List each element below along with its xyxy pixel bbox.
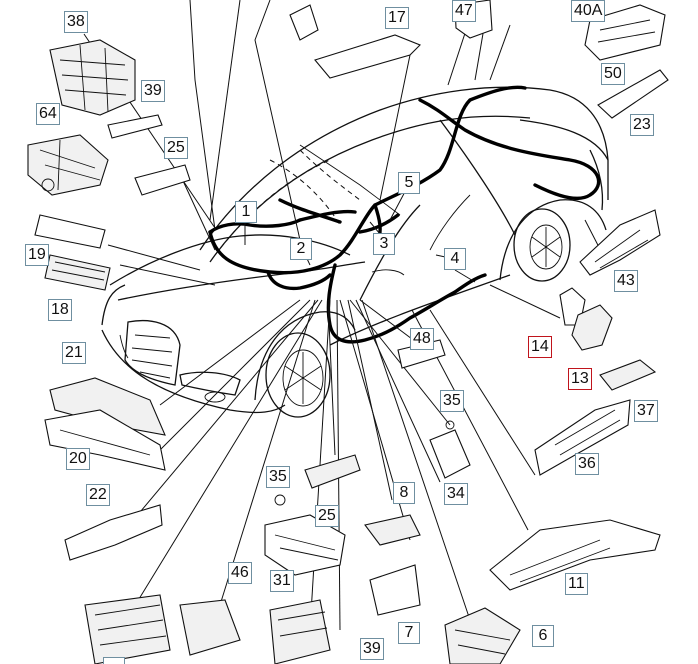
callout-7[interactable]: 7 [398,622,420,644]
part-21 [49,377,166,436]
wiring-harness [208,85,601,344]
part-64-module [27,134,109,196]
callout-8[interactable]: 8 [393,482,415,504]
part-31 [264,514,346,576]
part-25-top [134,164,191,196]
part-11 [489,519,661,591]
part-43 [579,209,661,276]
part-19 [34,214,106,249]
callout-39-bottom[interactable]: 39 [360,638,384,660]
callout-39-top[interactable]: 39 [141,80,165,102]
callout-3[interactable]: 3 [373,233,395,255]
part-17-clip [289,4,319,41]
callout-35-right[interactable]: 35 [440,390,464,412]
part-39-top [107,114,163,139]
callout-31[interactable]: 31 [270,570,294,592]
callout-48[interactable]: 48 [410,328,434,350]
callout-43[interactable]: 43 [614,270,638,292]
part-18 [44,254,111,291]
callout-11[interactable]: 11 [565,573,588,595]
callout-13[interactable]: 13 [568,368,592,390]
callout-14[interactable]: 14 [528,336,552,358]
callout-21[interactable]: 21 [62,342,86,364]
callout-36[interactable]: 36 [575,453,599,475]
callout-38[interactable]: 38 [64,11,88,33]
callout-18[interactable]: 18 [48,299,72,321]
components [27,0,669,664]
part-22 [64,504,163,561]
part-46-bracket [179,599,241,656]
callout-4[interactable]: 4 [444,248,466,270]
callout-34[interactable]: 34 [444,483,468,505]
part-34 [429,429,471,479]
callout-46[interactable]: 46 [228,562,252,584]
part-36 [534,399,631,476]
callout-2[interactable]: 2 [290,238,312,260]
callout-64[interactable]: 64 [36,103,60,125]
callout-35-lower[interactable]: 35 [266,466,290,488]
callout-22[interactable]: 22 [86,484,110,506]
callout-5[interactable]: 5 [398,172,420,194]
callout-17[interactable]: 17 [385,7,409,29]
part-17 [314,34,421,79]
callout-25-lower[interactable]: 25 [315,505,339,527]
callout-37[interactable]: 37 [634,400,658,422]
part-38-relay-carrier [49,39,136,116]
part-8 [364,514,421,546]
part-23 [597,69,669,119]
callout-47[interactable]: 47 [452,0,476,22]
part-center-carrier [269,599,331,664]
part-13 [571,304,613,351]
callout-50[interactable]: 50 [601,63,625,85]
car-body-outline [101,86,609,418]
part-20 [44,409,166,471]
part-bottom-left-carrier [84,594,171,664]
callout-20[interactable]: 20 [66,448,90,470]
callout-19[interactable]: 19 [25,244,49,266]
callout-partial-bottom-left[interactable] [103,657,125,664]
callout-6[interactable]: 6 [532,625,554,647]
callout-40A[interactable]: 40A [571,0,606,22]
part-25-lower [304,454,361,489]
part-7 [369,564,421,616]
callout-25-top[interactable]: 25 [164,137,188,159]
callout-1[interactable]: 1 [235,201,257,223]
part-6-module [444,607,521,664]
callout-23[interactable]: 23 [630,114,654,136]
part-37 [599,359,657,391]
